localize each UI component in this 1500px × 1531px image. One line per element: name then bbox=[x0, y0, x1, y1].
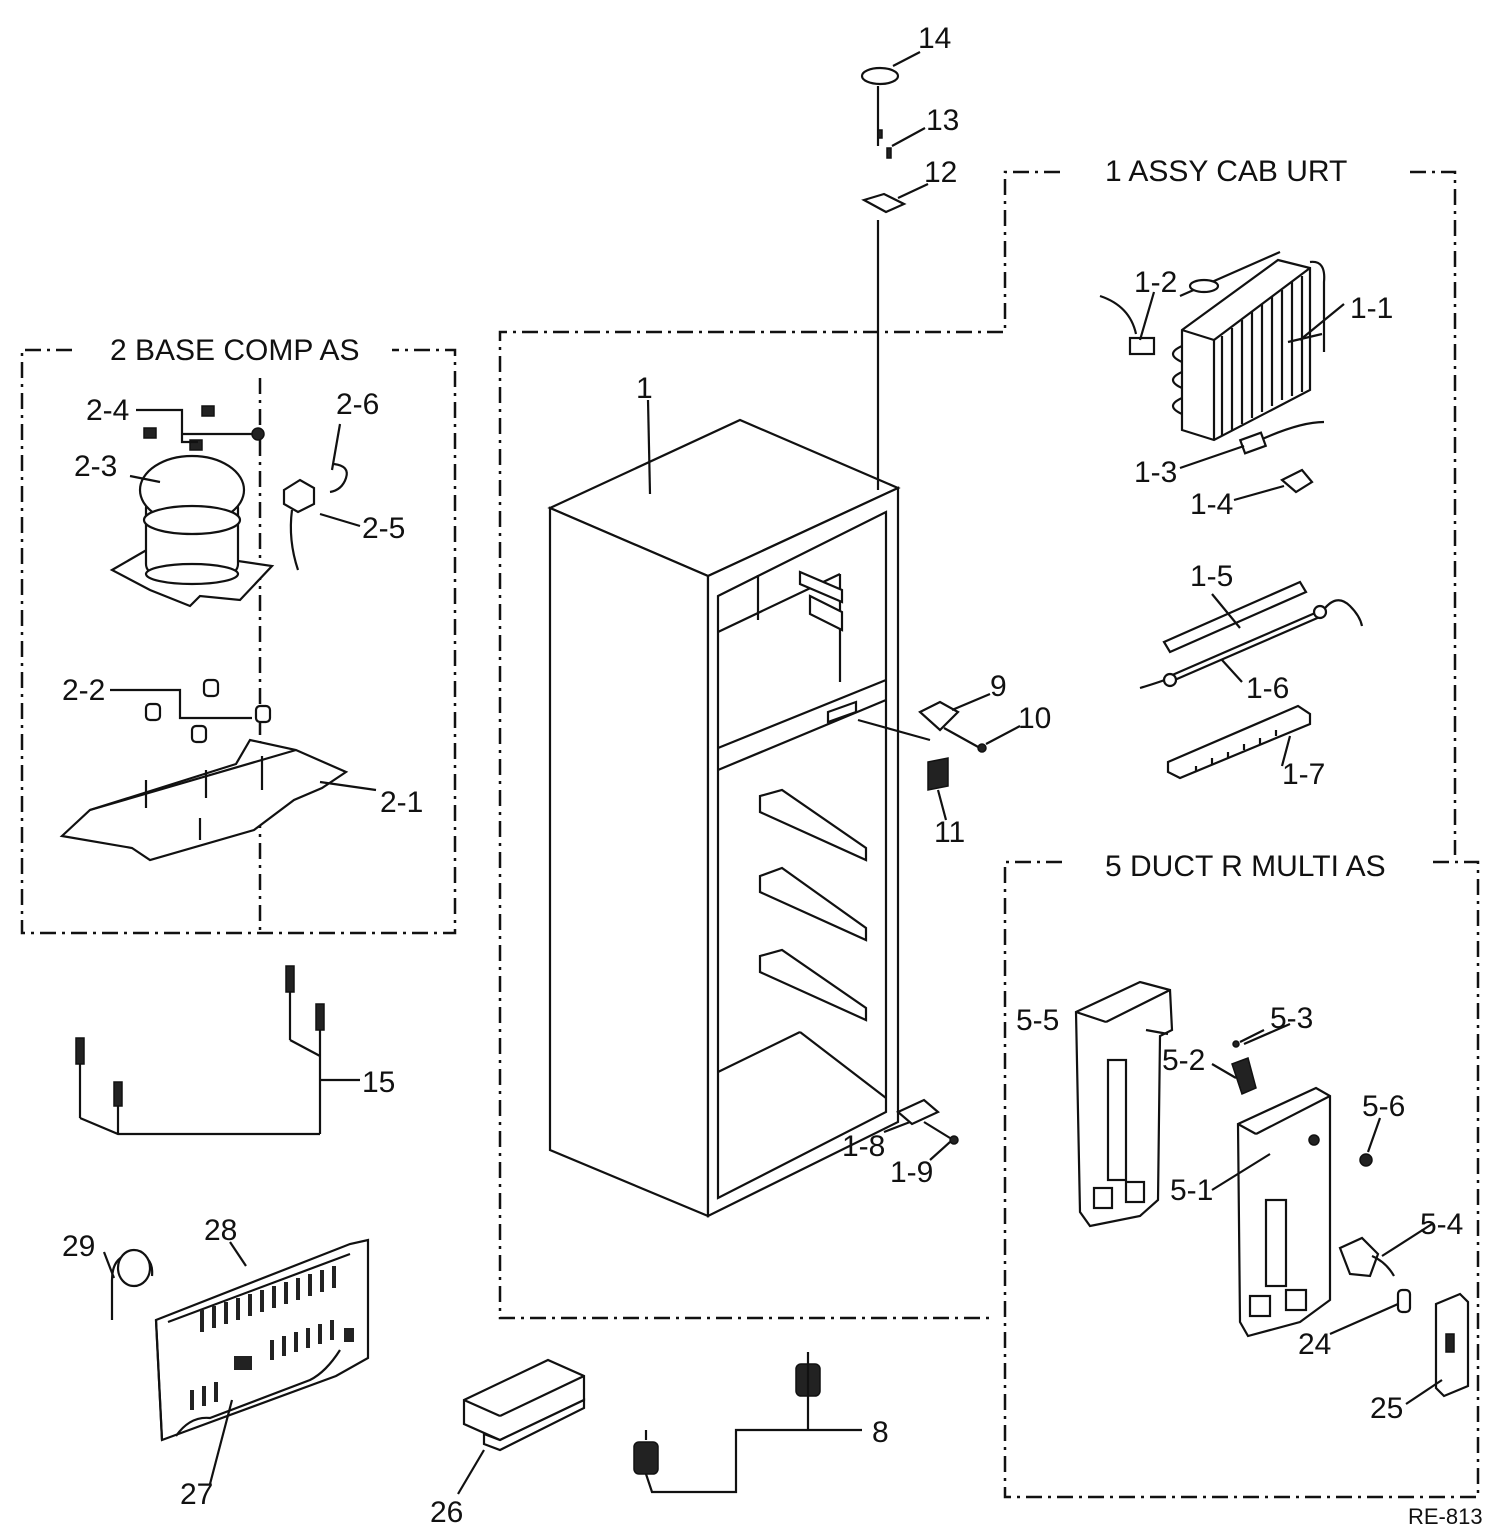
duct-body-part bbox=[1236, 1086, 1332, 1338]
label-25: 25 bbox=[1370, 1392, 1403, 1425]
grommet-lower-part bbox=[110, 678, 272, 744]
label-1-9: 1-9 bbox=[890, 1156, 933, 1189]
label-1-3: 1-3 bbox=[1134, 456, 1177, 489]
label-14: 14 bbox=[918, 22, 951, 55]
sensor-part bbox=[1238, 420, 1325, 455]
drain-rail-part bbox=[1166, 704, 1312, 780]
duct-cover-small-part bbox=[1434, 1292, 1470, 1398]
roller-part bbox=[633, 1352, 862, 1494]
diagram-reference-code: RE-813 bbox=[1408, 1504, 1483, 1529]
label-1-6: 1-6 bbox=[1246, 672, 1289, 705]
label-5-4: 5-4 bbox=[1420, 1208, 1463, 1241]
label-5-3: 5-3 bbox=[1270, 1002, 1313, 1035]
label-2-5: 2-5 bbox=[362, 512, 405, 545]
middle-hinge-part bbox=[857, 692, 1021, 821]
label-28: 28 bbox=[204, 1214, 237, 1247]
label-24: 24 bbox=[1298, 1328, 1331, 1361]
label-2-1: 2-1 bbox=[380, 786, 423, 819]
label-27: 27 bbox=[180, 1478, 213, 1511]
grommet-upper-part bbox=[136, 405, 265, 451]
label-1-7: 1-7 bbox=[1282, 758, 1325, 791]
clip-part bbox=[1280, 468, 1314, 494]
motor-part bbox=[1338, 1236, 1395, 1278]
label-2-2: 2-2 bbox=[62, 674, 105, 707]
label-10: 10 bbox=[1018, 702, 1051, 735]
label-26: 26 bbox=[430, 1496, 463, 1529]
part-labels: 1 1-1 1-2 1-3 1-4 1-5 1-6 1-7 1-8 1-9 2-… bbox=[62, 22, 1463, 1529]
duct-cover-part bbox=[1074, 980, 1174, 1228]
label-29: 29 bbox=[62, 1230, 95, 1263]
label-1-4: 1-4 bbox=[1190, 488, 1233, 521]
heater-cover-part bbox=[1162, 580, 1308, 654]
spacer-part bbox=[1396, 1288, 1412, 1314]
label-12: 12 bbox=[924, 156, 957, 189]
label-13: 13 bbox=[926, 104, 959, 137]
relay-part bbox=[282, 478, 316, 571]
heater-part bbox=[1139, 599, 1364, 690]
damper-part bbox=[1231, 1029, 1265, 1096]
label-2-4: 2-4 bbox=[86, 394, 129, 427]
hinge-pin-part bbox=[877, 127, 926, 159]
lower-hinge-part bbox=[883, 1098, 959, 1161]
cabinet-part bbox=[547, 418, 901, 1218]
label-1-8: 1-8 bbox=[842, 1130, 885, 1163]
relay-clip-part bbox=[329, 462, 348, 494]
label-1-1: 1-1 bbox=[1350, 292, 1393, 325]
base-comp-title: 2 BASE COMP AS bbox=[110, 334, 360, 367]
cab-assembly-boundary bbox=[498, 170, 1457, 1320]
back-cover-part bbox=[154, 1238, 370, 1442]
label-5-2: 5-2 bbox=[1162, 1044, 1205, 1077]
label-1-2: 1-2 bbox=[1134, 266, 1177, 299]
drain-pan-part bbox=[457, 1358, 586, 1495]
label-9: 9 bbox=[990, 670, 1007, 703]
duct-multi-boundary bbox=[1003, 860, 1480, 1499]
base-comp-boundary bbox=[20, 348, 457, 935]
cab-assembly-title: 1 ASSY CAB URT bbox=[1105, 155, 1347, 188]
label-15: 15 bbox=[362, 1066, 395, 1099]
label-2-6: 2-6 bbox=[336, 388, 379, 421]
label-1-5: 1-5 bbox=[1190, 560, 1233, 593]
leader-lines bbox=[129, 291, 1443, 1485]
compressor-part bbox=[109, 454, 275, 608]
cap-part bbox=[1359, 1153, 1373, 1167]
upper-hinge-part bbox=[861, 183, 929, 214]
thermal-fuse-part bbox=[1099, 294, 1156, 356]
label-5-1: 5-1 bbox=[1170, 1174, 1213, 1207]
label-1: 1 bbox=[636, 372, 653, 405]
label-5-5: 5-5 bbox=[1016, 1004, 1059, 1037]
evaporator-part bbox=[1171, 250, 1326, 442]
cord-clip-part bbox=[102, 1248, 154, 1320]
base-plate-part bbox=[59, 738, 349, 862]
label-11: 11 bbox=[934, 816, 965, 849]
label-5-6: 5-6 bbox=[1362, 1090, 1405, 1123]
leveling-screw-part bbox=[75, 965, 360, 1136]
label-8: 8 bbox=[872, 1416, 889, 1449]
duct-multi-title: 5 DUCT R MULTI AS bbox=[1105, 850, 1386, 883]
hinge-cap-part bbox=[860, 51, 921, 86]
label-2-3: 2-3 bbox=[74, 450, 117, 483]
